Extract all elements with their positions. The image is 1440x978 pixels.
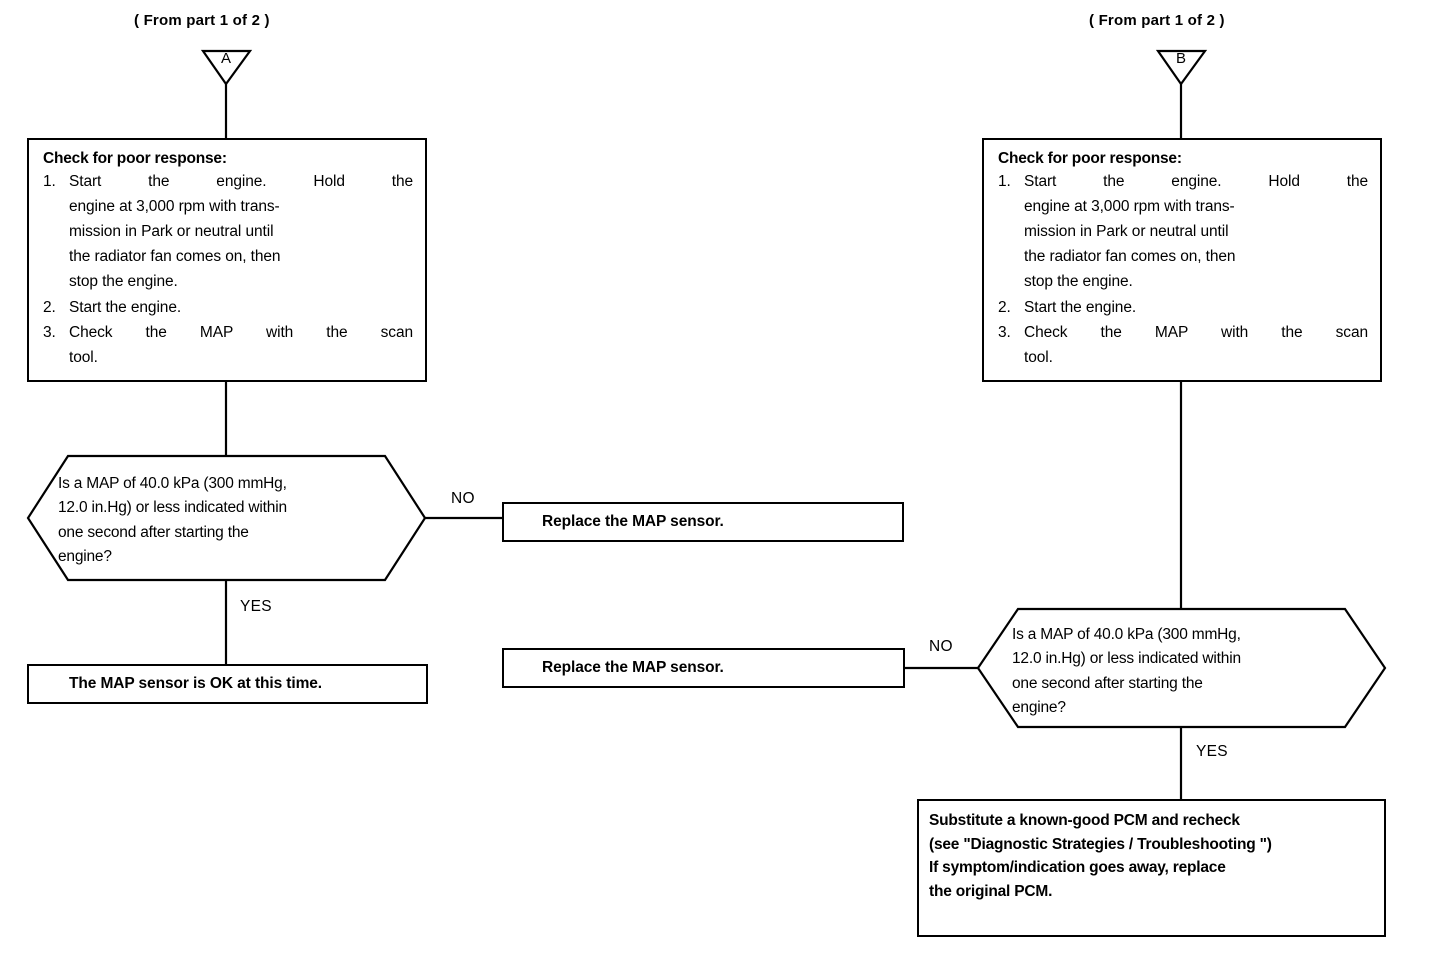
connector-letter-a: A (220, 50, 231, 67)
step-number: 2. (43, 298, 56, 316)
branch-label-no-right: NO (929, 638, 953, 655)
step-text: Start the engine. Hold the engine at 3,0… (1024, 169, 1368, 295)
decision-text-right: Is a MAP of 40.0 kPa (300 mmHg, 12.0 in.… (1012, 623, 1352, 721)
decision-line: Is a MAP of 40.0 kPa (300 mmHg, (58, 475, 287, 492)
result-box-substitute-pcm: Substitute a known-good PCM and recheck … (917, 799, 1386, 937)
check-step-3-left: 3. Check the MAP with the scan tool. (43, 320, 413, 370)
check-box-right-steps: 1. Start the engine. Hold the engine at … (998, 169, 1368, 370)
step-text: Start the engine. (69, 295, 413, 320)
step-line: engine at 3,000 rpm with trans- (69, 198, 280, 216)
decision-line: one second after starting the (58, 523, 249, 541)
step-text: Start the engine. Hold the engine at 3,0… (69, 169, 413, 295)
step-line: tool. (69, 348, 98, 366)
result-box-sensor-ok-left: The MAP sensor is OK at this time. (27, 664, 428, 704)
step-text: Check the MAP with the scan tool. (69, 320, 413, 370)
step-number: 2. (998, 298, 1011, 316)
check-step-2-right: 2. Start the engine. (998, 295, 1368, 320)
branch-label-yes-right: YES (1196, 743, 1228, 760)
result-text: The MAP sensor is OK at this time. (69, 675, 322, 692)
check-step-1-left: 1. Start the engine. Hold the engine at … (43, 169, 413, 295)
decision-line: 12.0 in.Hg) or less indicated within (58, 499, 287, 517)
decision-line: 12.0 in.Hg) or less indicated within (1012, 650, 1241, 668)
decision-line: engine? (58, 548, 112, 566)
branch-label-no-left: NO (451, 490, 475, 507)
step-line: mission in Park or neutral until (1024, 223, 1229, 241)
pcm-line: the original PCM. (929, 882, 1053, 900)
connector-letter-b: B (1175, 50, 1186, 67)
from-caption-left: ( From part 1 of 2 ) (134, 12, 270, 29)
step-line: the radiator fan comes on, then (1024, 248, 1236, 266)
step-line: Start the engine. (1024, 298, 1137, 316)
check-step-2-left: 2. Start the engine. (43, 295, 413, 320)
step-number: 1. (43, 173, 56, 190)
step-line: Start the engine. Hold the (69, 173, 413, 190)
check-box-left-steps: 1. Start the engine. Hold the engine at … (43, 169, 413, 370)
step-line: Start the engine. (69, 298, 182, 316)
result-text: Replace the MAP sensor. (542, 659, 724, 676)
step-text: Check the MAP with the scan tool. (1024, 320, 1368, 370)
branch-label-yes-left: YES (240, 598, 272, 615)
check-step-3-right: 3. Check the MAP with the scan tool. (998, 320, 1368, 370)
step-line: mission in Park or neutral until (69, 223, 274, 241)
step-line: the radiator fan comes on, then (69, 248, 281, 266)
decision-line: engine? (1012, 699, 1066, 717)
pcm-line: If symptom/indication goes away, replace (929, 859, 1226, 877)
from-caption-right: ( From part 1 of 2 ) (1089, 12, 1225, 29)
step-line: Start the engine. Hold the (1024, 173, 1368, 190)
step-line: stop the engine. (69, 273, 178, 291)
step-text: Start the engine. (1024, 295, 1368, 320)
step-line: engine at 3,000 rpm with trans- (1024, 198, 1235, 216)
check-box-left-title: Check for poor response: (43, 150, 227, 167)
check-box-right: Check for poor response: 1. Start the en… (982, 138, 1382, 382)
pcm-line: (see "Diagnostic Strategies / Troublesho… (929, 835, 1272, 853)
step-line: Check the MAP with the scan (1024, 323, 1368, 341)
step-line: tool. (1024, 348, 1053, 366)
step-line: stop the engine. (1024, 273, 1133, 291)
check-box-left: Check for poor response: 1. Start the en… (27, 138, 427, 382)
step-number: 1. (998, 173, 1011, 190)
result-box-replace-sensor-left: Replace the MAP sensor. (502, 502, 904, 542)
decision-line: Is a MAP of 40.0 kPa (300 mmHg, (1012, 626, 1241, 643)
result-box-replace-sensor-right: Replace the MAP sensor. (502, 648, 905, 688)
result-text: Replace the MAP sensor. (542, 513, 724, 530)
pcm-line: Substitute a known-good PCM and recheck (929, 812, 1240, 829)
check-step-1-right: 1. Start the engine. Hold the engine at … (998, 169, 1368, 295)
step-line: Check the MAP with the scan (69, 323, 413, 341)
decision-text-left: Is a MAP of 40.0 kPa (300 mmHg, 12.0 in.… (58, 472, 398, 570)
step-number: 3. (43, 323, 56, 341)
step-number: 3. (998, 323, 1011, 341)
decision-line: one second after starting the (1012, 674, 1203, 692)
check-box-right-title: Check for poor response: (998, 150, 1182, 167)
